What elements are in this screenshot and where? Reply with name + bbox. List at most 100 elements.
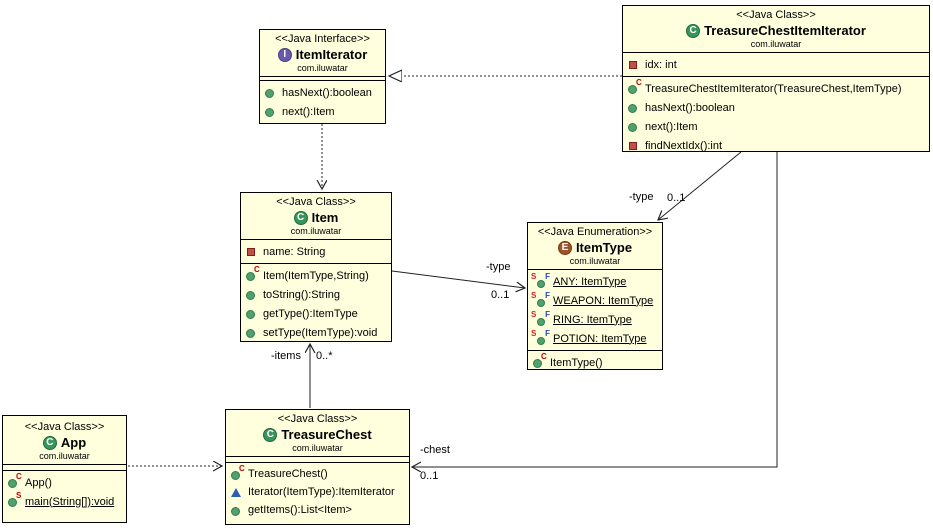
method-row[interactable]: Iterator(ItemType):ItemIterator [230,483,405,501]
method-row[interactable]: next():Item [627,117,925,136]
attribute-row[interactable]: idx: int [627,55,925,74]
public-method-icon [627,101,642,114]
method-label: next():Item [645,120,698,133]
method-label: hasNext():boolean [645,101,735,114]
class-name: ItemType [575,240,633,255]
class-name: ItemIterator [295,47,368,62]
method-label: hasNext():boolean [282,86,372,99]
association-item-itemtype[interactable] [391,270,525,288]
association-multiplicity-label[interactable]: 0..1 [491,289,510,301]
methods-compartment: C Item(ItemType,String) toString():Strin… [241,263,391,344]
method-row[interactable]: setType(ItemType):void [245,323,387,342]
class-box-treasurechest[interactable]: <<Java Class>> C TreasureChest com.iluwa… [225,409,410,525]
methods-compartment: C TreasureChest() Iterator(ItemType):Ite… [226,462,409,524]
association-role-label[interactable]: -type [486,261,511,273]
association-role-label[interactable]: -items [271,350,301,362]
method-row[interactable]: C TreasureChestItemIterator(TreasureChes… [627,79,925,98]
method-row[interactable]: C Item(ItemType,String) [245,266,387,285]
public-method-icon [264,86,279,99]
constructor-icon: C [627,79,642,95]
association-tcii-treasurechest[interactable] [412,152,778,467]
stereotype-label: <<Java Class>> [736,9,816,21]
package-name: com.iluwatar [569,256,621,266]
attributes-compartment: idx: int [623,52,929,76]
method-label: TreasureChestItemIterator(TreasureChest,… [645,82,902,95]
constructor-icon: C [532,353,547,369]
class-box-itemiterator[interactable]: <<Java Interface>> I ItemIterator com.il… [259,29,386,124]
public-method-icon [627,120,642,133]
class-header: <<Java Class>> C App com.iluwatar [3,416,126,464]
class-name: TreasureChestItemIterator [704,23,866,38]
methods-compartment: C TreasureChestItemIterator(TreasureChes… [623,76,929,157]
association-role-label[interactable]: -type [629,191,654,203]
method-row[interactable]: C TreasureChest() [230,464,405,483]
method-label: next():Item [282,105,335,118]
method-label: main(String[]):void [25,495,115,508]
constructor-icon: C [230,464,245,481]
method-row[interactable]: getType():ItemType [245,304,387,323]
package-name: com.iluwatar [297,63,348,73]
attributes-compartment: name: String [241,239,391,263]
methods-compartment: C ItemType() [528,350,662,374]
method-row[interactable]: next():Item [264,102,381,121]
enum-constant-label: RING: ItemType [553,313,632,326]
method-row[interactable]: findNextIdx():int [627,136,925,155]
method-label: TreasureChest() [248,468,328,480]
method-label: setType(ItemType):void [263,326,378,339]
class-icon: C [42,435,57,450]
public-method-icon [245,288,260,301]
attribute-label: idx: int [645,58,677,71]
class-header: <<Java Interface>> I ItemIterator com.il… [260,30,385,76]
method-row[interactable]: S main(String[]):void [7,492,122,511]
package-name: com.iluwatar [39,451,90,461]
association-tcii-itemtype[interactable] [658,151,742,220]
method-row[interactable]: C App() [7,473,122,492]
public-method-icon [245,307,260,320]
class-header: <<Java Enumeration>> E ItemType com.iluw… [528,223,662,269]
method-label: getItems():List<Item> [248,504,352,516]
attribute-row[interactable]: name: String [245,242,387,261]
method-label: ItemType() [550,356,603,369]
method-row[interactable]: C ItemType() [532,353,658,372]
private-field-icon [245,245,260,258]
enum-constant-label: WEAPON: ItemType [553,294,654,307]
class-box-treasurechestitemiterator[interactable]: <<Java Class>> C TreasureChestItemIterat… [622,5,930,152]
method-row[interactable]: hasNext():boolean [627,98,925,117]
association-multiplicity-label[interactable]: 0..* [316,350,333,362]
method-label: toString():String [263,288,341,301]
stereotype-label: <<Java Interface>> [275,33,370,45]
stereotype-label: <<Java Enumeration>> [537,226,653,238]
package-name: com.iluwatar [292,443,343,453]
private-method-icon [627,139,642,152]
association-multiplicity-label[interactable]: 0..1 [420,470,439,482]
class-name: TreasureChest [281,427,372,442]
method-label: findNextIdx():int [645,139,723,152]
method-row[interactable]: toString():String [245,285,387,304]
public-method-icon [230,504,245,517]
method-row[interactable]: getItems():List<Item> [230,501,405,519]
public-method-icon [245,326,260,339]
static-method-icon: S [7,492,22,508]
association-role-label[interactable]: -chest [420,444,450,456]
package-name: com.iluwatar [750,39,802,49]
class-box-app[interactable]: <<Java Class>> C App com.iluwatar C App(… [2,415,127,523]
method-label: App() [25,476,52,489]
method-label: Item(ItemType,String) [263,269,369,282]
stereotype-label: <<Java Class>> [276,196,356,208]
class-box-item[interactable]: <<Java Class>> C Item com.iluwatar name:… [240,192,392,342]
association-multiplicity-label[interactable]: 0..1 [667,192,686,204]
interface-icon: I [277,47,292,62]
method-row[interactable]: hasNext():boolean [264,83,381,102]
enum-box-itemtype[interactable]: <<Java Enumeration>> E ItemType com.iluw… [527,222,663,370]
methods-compartment: hasNext():boolean next():Item [260,80,385,123]
methods-compartment: C App() S main(String[]):void [3,470,126,522]
